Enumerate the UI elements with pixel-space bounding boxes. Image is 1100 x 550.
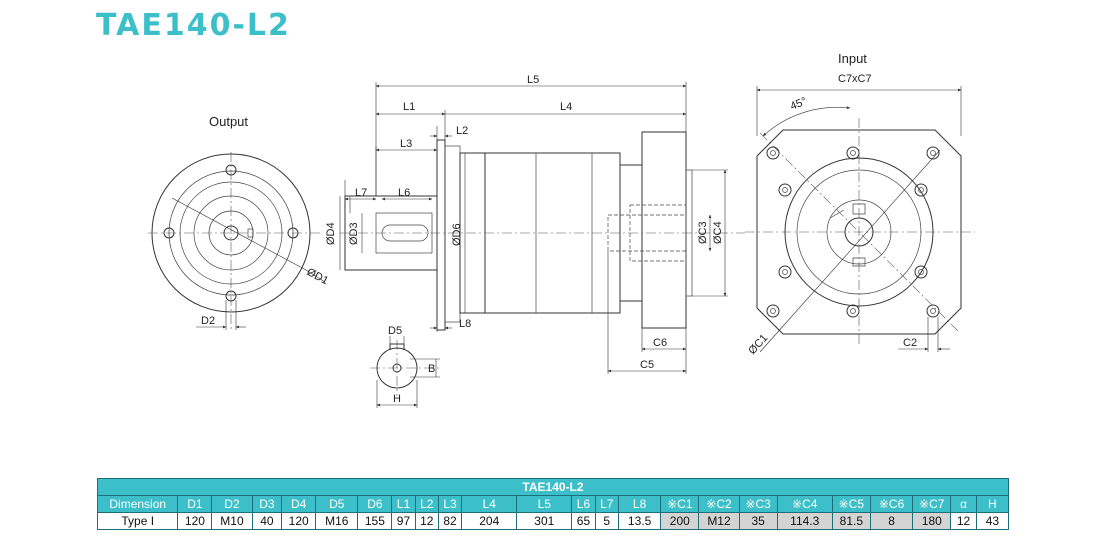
output-flange-side [436,139,446,331]
table-cell: 12 [414,512,439,530]
table-cell: Type I [96,512,179,530]
table-header-cell: D3 [251,495,283,513]
table-cell: 155 [357,512,393,530]
table-cell: 65 [571,512,596,530]
table-cell: 120 [281,512,317,530]
dim-C6: C6 [653,337,667,349]
table-header-cell: L7 [594,495,619,513]
table-header-cell: D4 [281,495,317,513]
table-header-cell: D1 [177,495,213,513]
output-view: Output ØD1 D2 [148,114,330,330]
table-header-cell: ※C2 [698,495,740,513]
table-cell: 82 [437,512,463,530]
side-view: L5 L1 L4 L2 L3 L7 L6 ØD4 ØD3 ØD6 L8 [325,74,745,374]
table-header-cell: α [950,495,977,513]
table-header-cell: D2 [211,495,253,513]
dim-L1: L1 [403,101,415,113]
table-cell: 13.5 [617,512,662,530]
dim-C7xC7: C7xC7 [838,73,872,85]
dim-D2: D2 [201,315,215,327]
input-square-flange [756,129,962,335]
table-header-cell: ※C5 [831,495,871,513]
table-cell: 200 [660,512,700,530]
technical-drawing: Output ØD1 D2 [148,51,975,408]
table-caption-row: TAE140-L2 [97,478,1009,496]
dim-angle: 45° [789,95,809,112]
table-header-cell: H [975,495,1010,513]
table-cell: 204 [461,512,518,530]
table-cell: 180 [912,512,952,530]
table-header-cell: ※C1 [660,495,700,513]
table-cell: 40 [251,512,283,530]
dim-L5: L5 [527,74,539,86]
table-header-cell: Dimension [96,495,179,513]
table-header-cell: D6 [357,495,393,513]
table-cell: 301 [516,512,573,530]
dim-L4: L4 [560,101,572,113]
table-cell: M16 [315,512,359,530]
dim-D4: ØD4 [325,222,337,245]
table-cell: 8 [869,512,914,530]
table-header-cell: L2 [414,495,439,513]
table-cell: 81.5 [831,512,871,530]
table-header-cell: D5 [315,495,359,513]
dim-D5: D5 [388,325,402,337]
input-flange-side [641,131,687,329]
dim-C5: C5 [640,359,654,371]
table-header-cell: ※C6 [869,495,914,513]
table-header-cell: L3 [437,495,463,513]
dim-L8: L8 [459,318,471,330]
table-header-cell: L6 [571,495,596,513]
table-header-cell: ※C3 [738,495,778,513]
dim-L7: L7 [355,187,367,199]
table-cell: M10 [211,512,253,530]
table-cell: 97 [391,512,416,530]
dim-D1: ØD1 [305,266,331,287]
input-label: Input [838,51,867,66]
table-header-cell: L1 [391,495,416,513]
dim-D3: ØD3 [348,222,360,245]
dim-C2: C2 [903,337,917,349]
dim-L2: L2 [456,125,468,137]
table-header-cell: ※C4 [776,495,833,513]
shaft-section-view: D5 B H [370,325,440,408]
output-label: Output [209,114,248,129]
page-title: TAE140-L2 [96,8,291,43]
dim-C4: ØC4 [712,221,724,244]
dim-C3: ØC3 [697,221,709,244]
table-cell: M12 [698,512,740,530]
table-cell: 114.3 [776,512,833,530]
table-header-cell: ※C7 [912,495,952,513]
dim-D6: ØD6 [451,223,463,246]
dim-H: H [393,393,401,405]
table-cell: 35 [738,512,778,530]
dim-B: B [428,363,435,375]
dim-L6: L6 [398,187,410,199]
input-view: Input C7xC7 45° ØC1 [745,51,975,357]
table-cell: 12 [950,512,977,530]
table-header-cell: L5 [516,495,573,513]
table-cell: 43 [975,512,1010,530]
table-cell: 120 [177,512,213,530]
table-header-cell: L8 [617,495,662,513]
dim-L3: L3 [400,138,412,150]
table-header-cell: L4 [461,495,518,513]
table-cell: 5 [594,512,619,530]
table-caption: TAE140-L2 [97,478,1009,496]
